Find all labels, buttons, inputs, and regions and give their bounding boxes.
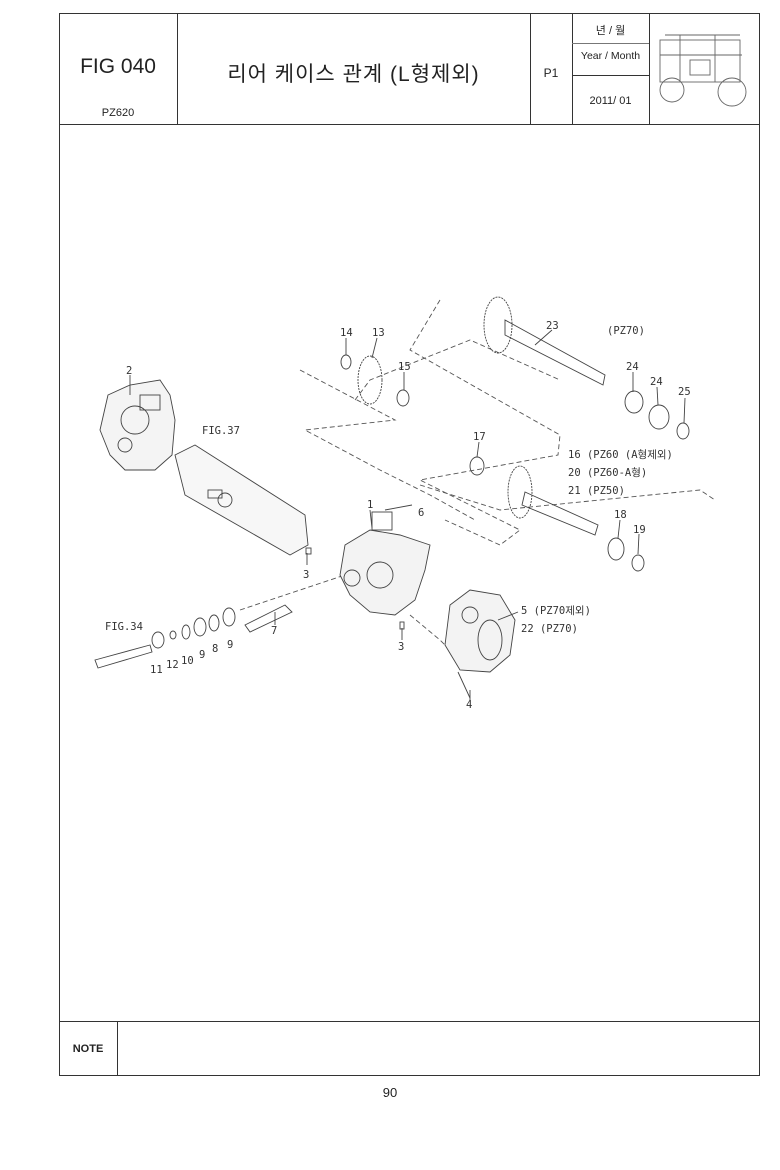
callout-1: 1: [367, 499, 373, 511]
callout-14: 14: [340, 327, 353, 339]
callout-22: 22 (PZ70): [521, 623, 578, 635]
fig-label: FIG 040: [80, 55, 156, 78]
year-month-divider: [572, 75, 649, 77]
year-month-korean: 년 / 월: [595, 25, 626, 37]
callout-20: 20 (PZ60-A형): [568, 467, 647, 479]
ref-fig34: FIG.34: [105, 621, 143, 633]
callout-7: 7: [271, 625, 277, 637]
note-label: NOTE: [72, 1043, 104, 1055]
callout-3b: 3: [398, 641, 404, 653]
model-label: PZ620: [101, 107, 135, 119]
callout-8: 8: [212, 643, 218, 655]
callout-3a: 3: [303, 569, 309, 581]
callout-11: 11: [150, 664, 163, 676]
page-title: 리어 케이스 관계 (L형제외): [227, 63, 480, 86]
callout-13: 13: [372, 327, 385, 339]
issue-date: 2011/ 01: [589, 95, 632, 107]
callout-5: 5 (PZ70제외): [521, 605, 591, 617]
callout-6: 6: [418, 507, 424, 519]
callout-15: 15: [398, 361, 411, 373]
header-divider-1: [177, 13, 179, 125]
header-bottom-line: [59, 124, 760, 126]
header-divider-2: [530, 13, 532, 125]
header-divider-3: [572, 13, 574, 125]
ref-fig37: FIG.37: [202, 425, 240, 437]
callout-19: 19: [633, 524, 646, 536]
callout-21: 21 (PZ50): [568, 485, 625, 497]
callout-4: 4: [466, 699, 472, 711]
note-top-line: [59, 1021, 760, 1023]
page-frame: [59, 13, 760, 1076]
callout-25: 25: [678, 386, 691, 398]
callout-16: 16 (PZ60 (A형제외): [568, 449, 673, 461]
note-divider: [117, 1021, 119, 1076]
callout-9b: 9: [227, 639, 233, 651]
ym-upper-divider: [572, 43, 649, 44]
diagram-callouts: 1 2 3 3 4 5 (PZ70제외) 6 7 8 9 9 10 11 12 …: [105, 320, 691, 711]
callout-18: 18: [614, 509, 627, 521]
callout-24a: 24: [626, 361, 639, 373]
page-code: P1: [543, 66, 559, 80]
callout-10: 10: [181, 655, 194, 667]
callout-17: 17: [473, 431, 486, 443]
page-number: 90: [382, 1085, 398, 1100]
callout-23: 23: [546, 320, 559, 332]
year-month-english: Year / Month: [580, 50, 641, 62]
header-divider-4: [649, 13, 651, 125]
callout-2: 2: [126, 365, 132, 377]
callout-9a: 9: [199, 649, 205, 661]
callout-pz70: (PZ70): [607, 325, 645, 337]
callout-24b: 24: [650, 376, 663, 388]
callout-12: 12: [166, 659, 179, 671]
